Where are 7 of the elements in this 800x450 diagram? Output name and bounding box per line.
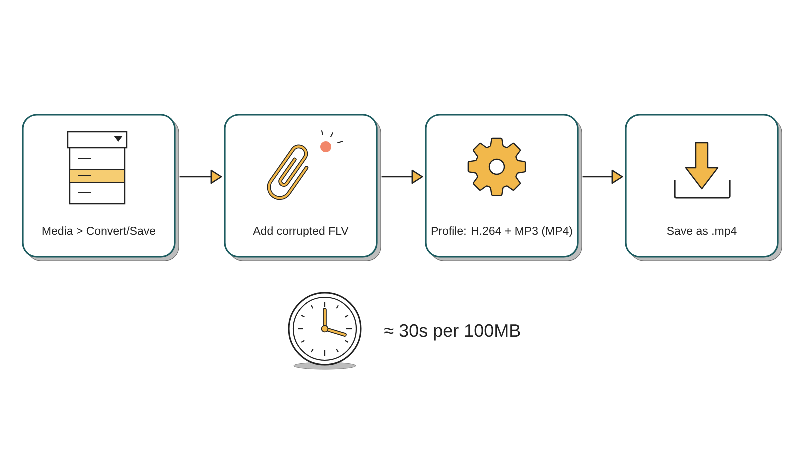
- step-box: Profile: H.264 + MP3 (MP4): [425, 114, 582, 262]
- arrow: [382, 170, 424, 184]
- step-box: Add corrupted FLV: [224, 114, 382, 262]
- arrow: [180, 170, 222, 184]
- step-box: Save as .mp4: [625, 114, 782, 262]
- arrow: [582, 170, 624, 184]
- estimate-label: ≈ 30s per 100MB: [384, 324, 520, 341]
